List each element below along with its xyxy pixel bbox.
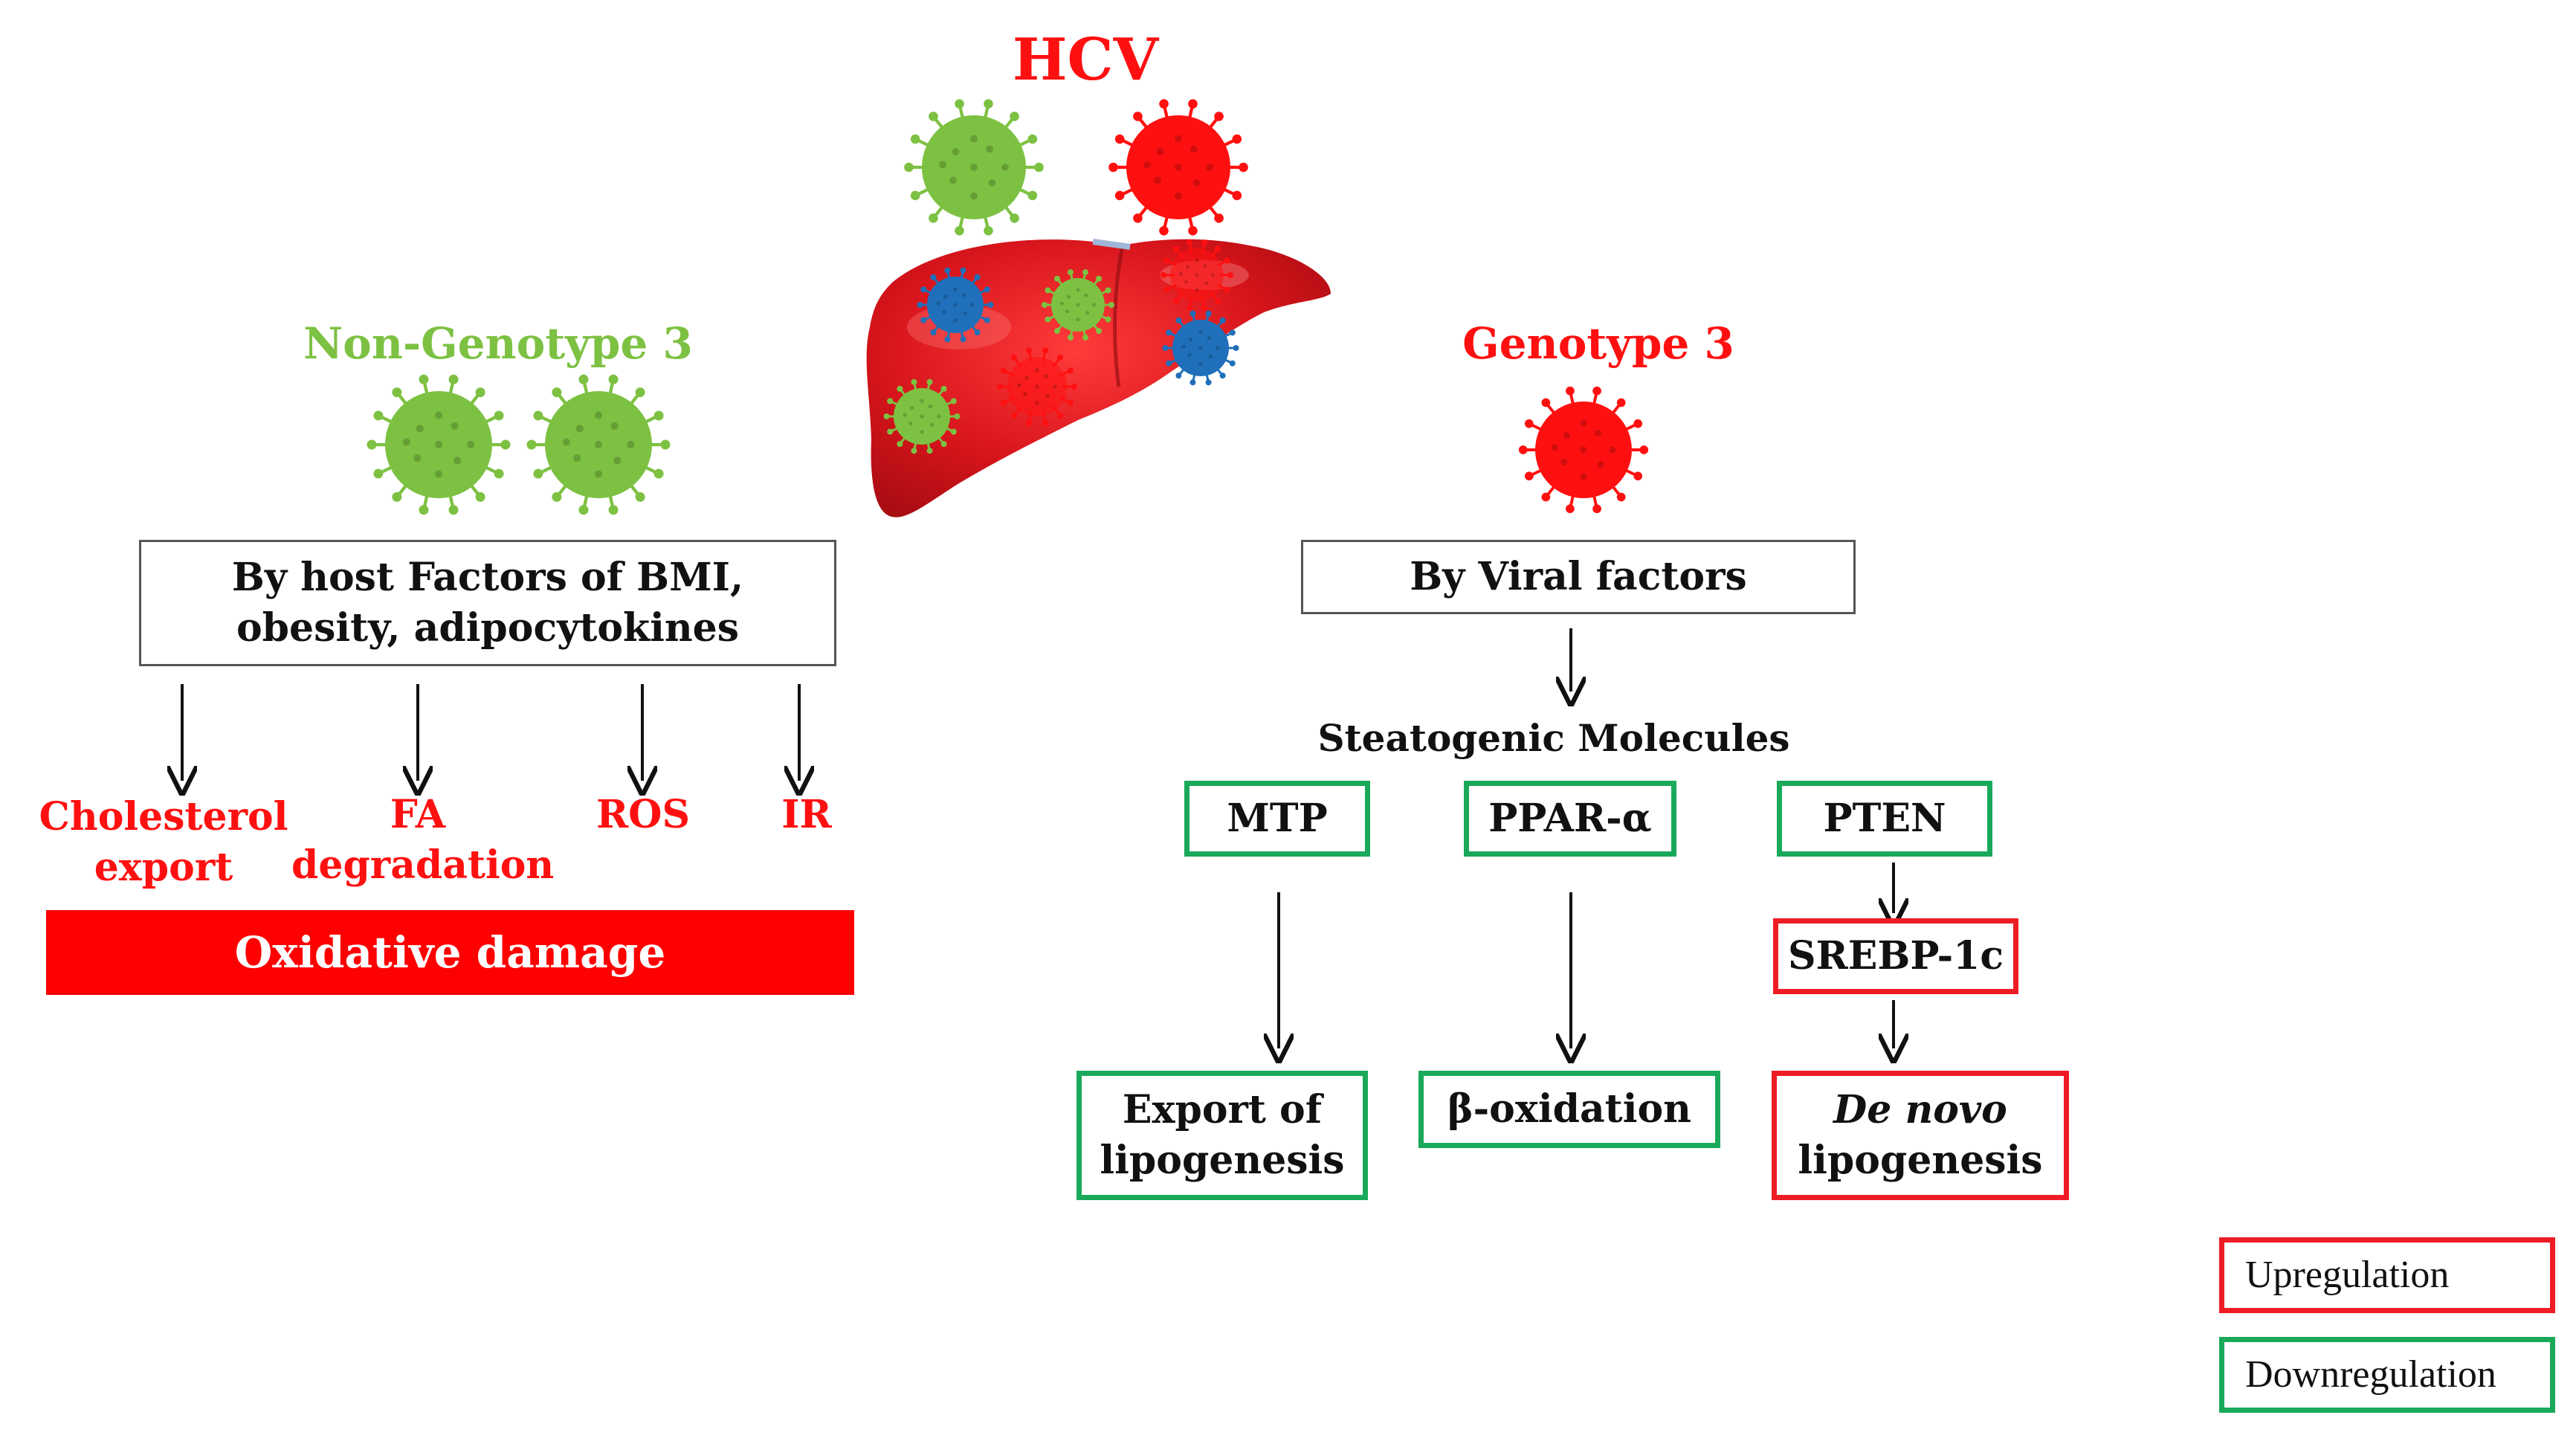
virus-icon <box>1518 386 1649 514</box>
effect-line: Cholesterol <box>39 794 288 839</box>
effect-line: IR <box>781 792 832 837</box>
effect-line: FA <box>390 792 446 837</box>
ppar-alpha-box: PPAR-α <box>1464 781 1676 857</box>
oxidative-damage-bar: Oxidative damage <box>46 910 854 995</box>
arrows <box>182 628 1894 1048</box>
oxidative-damage-label: Oxidative damage <box>234 927 666 978</box>
mtp-label: MTP <box>1227 796 1328 842</box>
legend-downregulation-label: Downregulation <box>2245 1353 2496 1396</box>
effect-ros: ROS <box>565 790 721 840</box>
legend-upregulation: Upregulation <box>2219 1237 2555 1313</box>
virus-icon <box>997 347 1077 426</box>
virus-icon <box>1161 239 1233 311</box>
host-factors-box: By host Factors of BMI, obesity, adipocy… <box>139 540 836 666</box>
virus-icon <box>904 99 1044 236</box>
effect-ir: IR <box>743 790 870 840</box>
steatogenic-label: Steatogenic Molecules <box>1317 716 1790 760</box>
ppar-alpha-label: PPAR-α <box>1488 796 1652 842</box>
virus-icon <box>526 374 671 515</box>
export-lipogenesis-box: Export of lipogenesis <box>1076 1071 1368 1200</box>
virus-icon <box>367 374 511 515</box>
host-factors-text: By host Factors of BMI, obesity, adipocy… <box>231 555 744 651</box>
pten-box: PTEN <box>1777 781 1992 857</box>
legend-downregulation: Downregulation <box>2219 1337 2555 1413</box>
virus-icon <box>1108 99 1248 236</box>
viral-factors-box: By Viral factors <box>1301 540 1856 614</box>
non-genotype-label: Non-Genotype 3 <box>303 318 693 369</box>
beta-oxidation-label: β-oxidation <box>1447 1086 1691 1132</box>
effect-line: ROS <box>595 792 691 837</box>
beta-oxidation-box: β-oxidation <box>1418 1071 1720 1148</box>
legend-upregulation-label: Upregulation <box>2245 1254 2450 1297</box>
outcome-line: lipogenesis <box>1100 1138 1345 1183</box>
virus-icon <box>917 267 994 343</box>
de-novo-lipogenesis-box: De novo lipogenesis <box>1772 1071 2069 1200</box>
diagram-title: HCV <box>1012 26 1159 94</box>
outcome-line: Export of <box>1122 1087 1323 1133</box>
virus-icon <box>1162 310 1239 386</box>
srebp-1c-box: SREBP-1c <box>1773 918 2018 994</box>
genotype-3-label: Genotype 3 <box>1462 318 1734 369</box>
outcome-line: De novo <box>1833 1087 2007 1133</box>
mtp-box: MTP <box>1184 781 1370 857</box>
outcome-line: lipogenesis <box>1798 1138 2043 1183</box>
viral-factors-text: By Viral factors <box>1410 554 1747 600</box>
effect-cholesterol-export: Cholesterol export <box>37 792 290 892</box>
virus-icon <box>1042 269 1114 341</box>
effect-line: degradation <box>291 842 555 888</box>
virus-icon <box>883 378 961 454</box>
effect-line: export <box>94 844 233 890</box>
srebp-1c-label: SREBP-1c <box>1787 933 2004 979</box>
pten-label: PTEN <box>1823 796 1946 842</box>
effect-fa-degradation: FA degradation <box>291 790 555 890</box>
